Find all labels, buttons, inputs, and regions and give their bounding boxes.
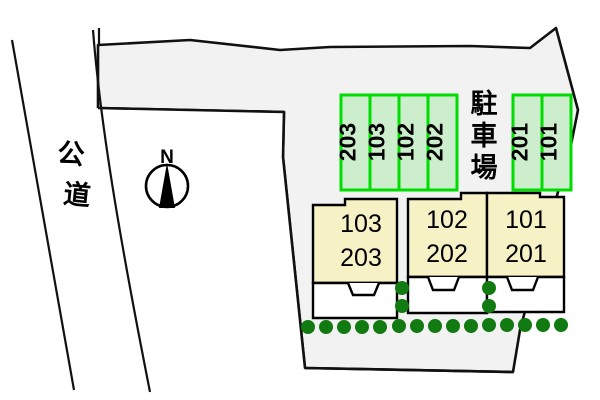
road-label-char-2: 道	[62, 178, 92, 213]
parking-stall-202[interactable]: 202	[422, 93, 459, 192]
shrub-dot-icon	[395, 299, 409, 313]
compass-north-icon: N	[144, 147, 190, 209]
road-label-char-1: 公	[56, 138, 86, 172]
compass-needle	[159, 163, 175, 208]
building-unit-103-203-lower-label: 203	[340, 244, 382, 272]
parking-stall-202-box[interactable]	[426, 93, 459, 192]
site-left-edge	[97, 106, 307, 369]
shrub-dot-icon	[373, 320, 387, 334]
parking-area-label-char-2: 車	[471, 121, 498, 152]
public-road-group: 公 道	[10, 29, 152, 393]
parking-stall-103-label: 103	[364, 123, 390, 161]
building-unit-102-202-lower-label: 202	[426, 240, 468, 268]
site-inner-cutout	[40, 108, 305, 386]
parking-stall-201-label: 201	[507, 123, 533, 162]
parking-left-group: 203 103 102 202	[335, 93, 459, 192]
building-unit-101-201-lower-label: 201	[505, 240, 547, 268]
shrub-dot-icon	[482, 281, 496, 295]
parking-right-group: 201 101	[507, 93, 573, 192]
building-unit-103-203[interactable]: 103 203	[311, 197, 399, 320]
building-unit-102-202-upper-label: 102	[426, 206, 468, 234]
parking-stall-203-box[interactable]	[339, 93, 372, 192]
shrub-dot-icon	[518, 318, 532, 332]
parking-stall-103[interactable]: 103	[364, 93, 401, 192]
site-bottom-edge	[304, 366, 514, 374]
parking-stall-202-label: 202	[422, 123, 448, 161]
parking-stall-101-label: 101	[536, 123, 562, 162]
compass-north-label: N	[160, 147, 174, 168]
shrub-dot-icon	[301, 320, 315, 334]
building-unit-103-203-entry-notch	[346, 282, 381, 297]
shrub-dot-icon	[554, 318, 568, 332]
shrub-dot-icon	[395, 281, 409, 295]
parking-stall-102[interactable]: 102	[393, 93, 430, 192]
shrub-dot-icon	[500, 318, 514, 332]
parking-area-label-char-3: 場	[471, 153, 498, 184]
parking-stall-103-box[interactable]	[368, 93, 401, 192]
parking-stall-101-box[interactable]	[540, 93, 573, 192]
shrub-dot-icon	[337, 320, 351, 334]
parking-stall-203-label: 203	[335, 123, 361, 161]
building-unit-101-201-upper-label: 101	[505, 206, 547, 234]
building-unit-102-202[interactable]: 102 202	[406, 191, 489, 315]
road-west-edge-line	[10, 39, 76, 391]
parking-area-label-char-1: 駐	[471, 89, 498, 120]
building-unit-103-203-upper-label: 103	[340, 210, 382, 238]
parking-stall-201-box[interactable]	[511, 93, 544, 192]
shrub-dot-icon	[428, 319, 442, 333]
parking-stall-102-label: 102	[393, 123, 419, 161]
shrub-dot-icon	[482, 318, 496, 332]
parking-area-label: 駐 車 場	[471, 89, 498, 184]
parking-stall-102-box[interactable]	[397, 93, 430, 192]
shrub-column-left-divider	[395, 281, 409, 313]
shrub-dot-icon	[410, 319, 424, 333]
building-unit-101-201[interactable]: 101 201	[485, 191, 566, 314]
road-east-edge-line	[91, 29, 152, 393]
shrub-row-bottom	[301, 318, 568, 334]
parking-stall-101[interactable]: 101	[536, 93, 573, 192]
building-unit-102-202-entry-notch	[426, 276, 461, 292]
shrub-dot-icon	[464, 319, 478, 333]
building-unit-101-201-entry-notch	[505, 276, 540, 292]
parking-stall-201[interactable]: 201	[507, 93, 544, 192]
shrub-column-right-divider	[482, 281, 496, 313]
shrub-dot-icon	[536, 318, 550, 332]
shrub-dot-icon	[355, 320, 369, 334]
shrub-dot-icon	[482, 299, 496, 313]
shrub-dot-icon	[319, 320, 333, 334]
shrub-dot-icon	[446, 319, 460, 333]
shrub-dot-icon	[392, 319, 406, 333]
parking-stall-203[interactable]: 203	[335, 93, 372, 192]
